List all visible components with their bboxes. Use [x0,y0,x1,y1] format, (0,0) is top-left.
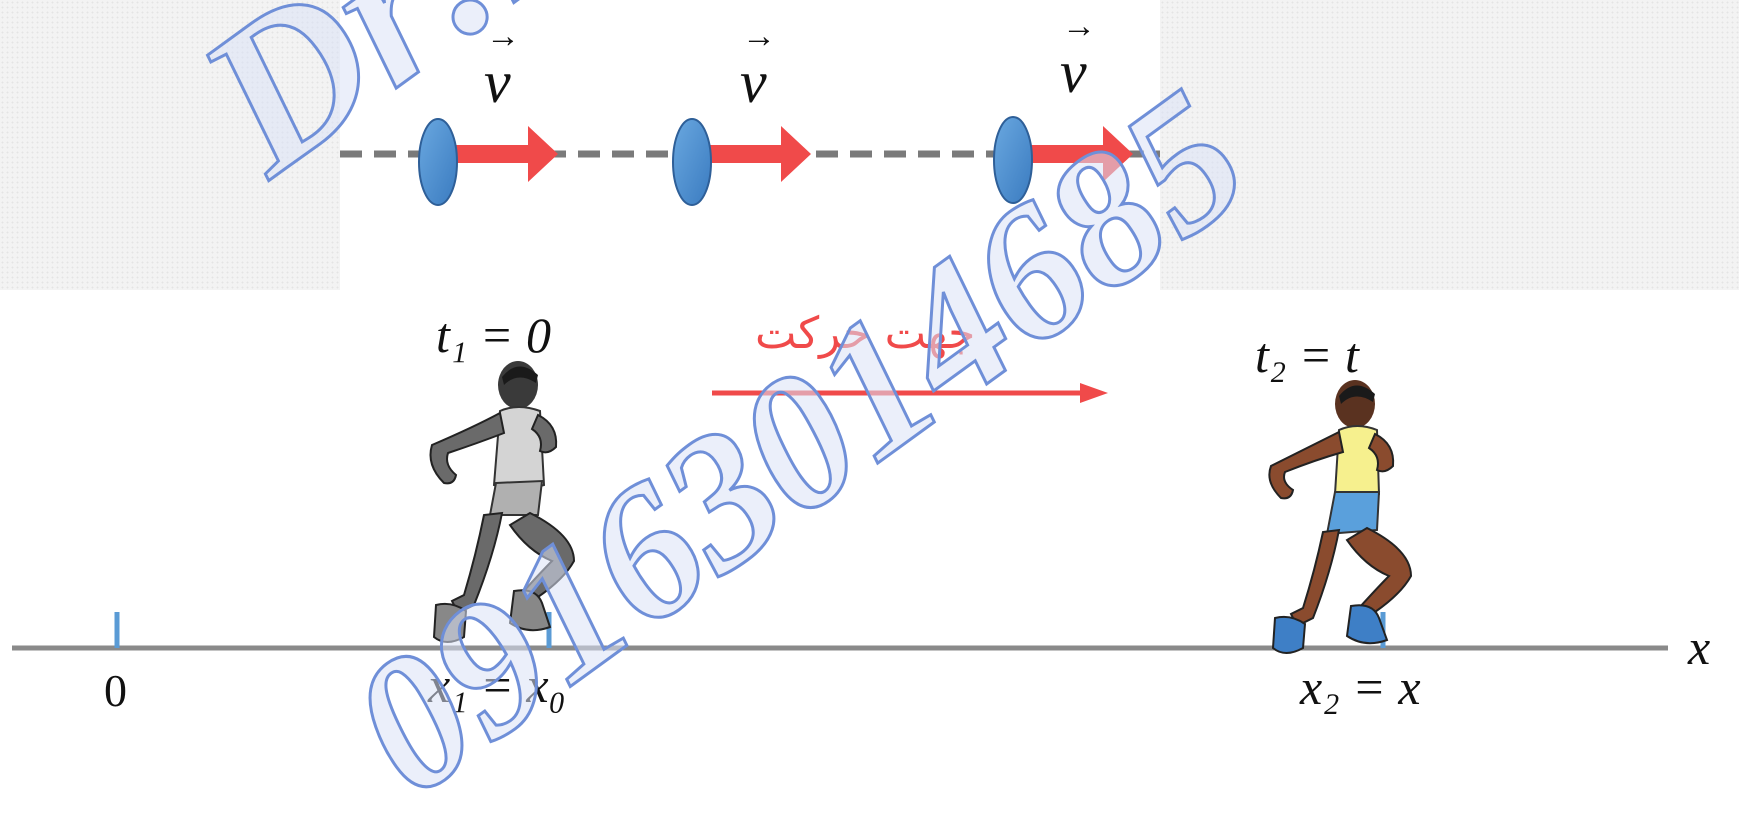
velocity-arrow-3 [1030,126,1133,182]
particle-1 [418,118,558,206]
particle-3 [993,116,1133,204]
vector-arrow-icon: → [1062,8,1096,45]
velocity-arrow-2 [708,126,811,182]
particle-dot-2 [672,118,712,206]
velocity-arrow-1 [455,126,558,182]
start-time-label: t₁ = 0 [436,307,552,363]
background-texture-right [1160,0,1739,290]
runner-start [429,361,576,643]
particle-dot-1 [418,118,458,206]
particle-dot-3 [993,116,1033,204]
velocity-label-1: → v [484,18,520,115]
direction-arrow [712,383,1108,403]
end-position-label: x₂ = x [1300,659,1421,715]
background-texture-left [0,0,340,290]
motion-diagram [12,116,1668,654]
end-time-label: t₂ = t [1255,327,1359,383]
runner-end [1268,380,1413,654]
direction-label: جهت حرکت [755,308,976,359]
velocity-label-3: → v [1060,8,1096,105]
vector-arrow-icon: → [742,18,776,55]
vector-arrow-icon: → [486,18,520,55]
velocity-label-2: → v [740,18,776,115]
start-position-label: x₁ = x₀ [428,657,566,713]
origin-label: 0 [104,665,127,716]
particle-2 [672,118,811,206]
axis-name-label: x [1688,619,1711,675]
